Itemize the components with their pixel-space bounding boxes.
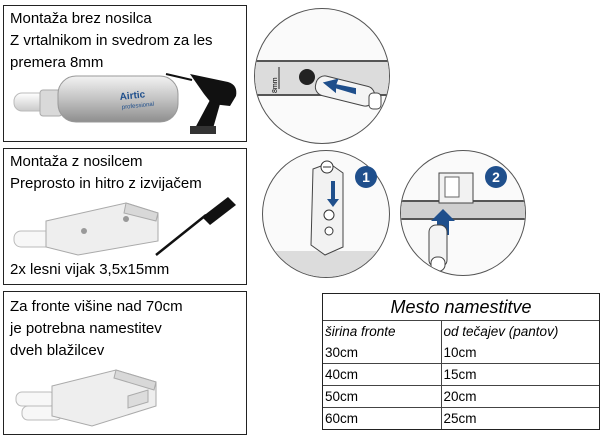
panel3-line-3: dveh blažilcev: [10, 342, 105, 359]
step-2-number: 2: [492, 169, 500, 185]
screwdriver-icon: [155, 197, 236, 256]
cell-width: 30cm: [323, 342, 441, 364]
step-1-badge: 1: [355, 166, 377, 188]
panel2-line-2: Preprosto in hitro z izvijačem: [10, 175, 202, 192]
table-row: 40cm 15cm: [323, 363, 599, 386]
panel-two-dampers: Za fronte višine nad 70cm je potrebna na…: [3, 291, 247, 435]
screws-label: 2x lesni vijak 3,5x15mm: [10, 261, 170, 278]
table-row: 50cm 20cm: [323, 385, 599, 408]
damper-brand-text: Airtic: [119, 89, 146, 103]
panel3-line-2: je potrebna namestitev: [10, 320, 162, 337]
bracket-insert-diagram: [400, 150, 526, 276]
table-row: 30cm 10cm: [323, 342, 599, 364]
panel1-line-2: Z vrtalnikom in svedrom za les: [10, 32, 213, 49]
cell-distance: 15cm: [440, 363, 599, 386]
drill-icon: [165, 73, 237, 134]
panel-mount-without-bracket: Montaža brez nosilca Z vrtalnikom in sve…: [3, 5, 247, 142]
placement-table: Mesto namestitve širina fronte od tečaje…: [322, 293, 600, 430]
bracket-screw-diagram: [262, 150, 390, 278]
table-row: 60cm 25cm: [323, 407, 599, 429]
down-arrow-icon: [327, 181, 339, 207]
dimension-label: 8mm: [272, 77, 279, 93]
step-2-badge: 2: [485, 166, 507, 188]
panel3-line-1: Za fronte višine nad 70cm: [10, 298, 183, 315]
cell-width: 50cm: [323, 385, 441, 408]
cell-width: 60cm: [325, 411, 359, 426]
drill-hole-diagram: 8mm: [254, 8, 390, 144]
bracket-damper-image: [13, 197, 236, 256]
header-hinge-distance: od tečajev (pantov): [440, 321, 599, 342]
damper-sub-text: professional: [122, 102, 155, 111]
placement-table-title: Mesto namestitve: [323, 294, 599, 321]
panel1-line-3: premera 8mm: [10, 54, 104, 71]
double-damper-image: [15, 369, 157, 427]
insert-arrow-icon: [322, 78, 356, 95]
panel-mount-with-bracket: Montaža z nosilcem Preprosto in hitro z …: [3, 148, 247, 285]
cell-distance: 25cm: [440, 407, 599, 429]
step-1-number: 1: [362, 169, 370, 185]
cell-width: 40cm: [323, 363, 441, 386]
cell-distance: 20cm: [440, 385, 599, 408]
header-front-width: širina fronte: [325, 324, 396, 339]
damper-product-image: Airtic professional: [13, 73, 237, 134]
table-header-row: širina fronte od tečajev (pantov): [323, 321, 599, 342]
cell-distance: 10cm: [440, 342, 599, 364]
panel2-line-1: Montaža z nosilcem: [10, 153, 143, 170]
panel1-line-1: Montaža brez nosilca: [10, 10, 152, 27]
